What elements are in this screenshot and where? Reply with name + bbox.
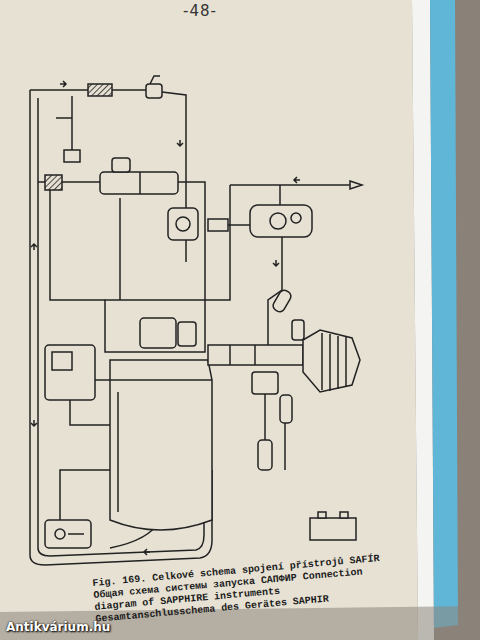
upper-casing [105, 300, 205, 352]
valve [146, 84, 162, 98]
plug [208, 219, 228, 231]
connector [64, 150, 80, 162]
switch-box [45, 520, 91, 548]
sensor-probe [280, 395, 292, 423]
control-unit [250, 205, 312, 237]
components [45, 76, 362, 548]
motor [140, 318, 176, 348]
exhaust-pipe [208, 345, 303, 365]
filter-block [88, 84, 112, 96]
side-unit [45, 345, 95, 400]
blue-strip [430, 0, 458, 628]
sensor-probe [258, 440, 272, 470]
battery [310, 518, 356, 540]
glow-plug [292, 320, 304, 340]
pump-cylinder [100, 172, 178, 194]
heater-body [110, 360, 212, 530]
sensor [350, 181, 362, 189]
watermark: Antikvárium.hu [6, 620, 110, 634]
filter-block [45, 175, 62, 190]
paper-page [0, 0, 418, 640]
page-number: -48- [183, 2, 217, 20]
wiring [30, 81, 350, 565]
air-intake [303, 330, 360, 392]
inline-fuse [271, 288, 292, 313]
pump-head [112, 158, 130, 172]
solenoid [168, 208, 198, 240]
pipe-fitting [252, 372, 278, 394]
